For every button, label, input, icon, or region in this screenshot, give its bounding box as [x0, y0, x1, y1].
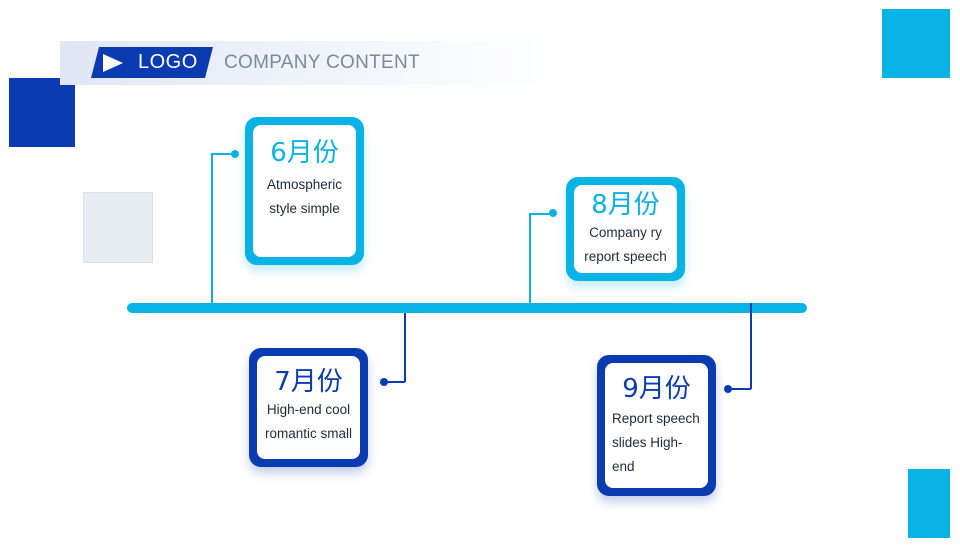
card-month: 8月份 — [591, 190, 660, 220]
connector-horizontal-4 — [728, 388, 751, 390]
decor-square-cyan-top-right — [882, 9, 950, 78]
card-description: Atmospheric style simple — [261, 173, 348, 221]
card-line: High-end cool — [266, 402, 351, 417]
connector-dot-1 — [231, 150, 239, 158]
timeline-card-june: 6月份 Atmospheric style simple — [245, 117, 364, 265]
connector-horizontal-2 — [384, 381, 405, 383]
connector-vertical-1 — [211, 153, 213, 303]
card-description: High-end cool romantic small — [259, 398, 358, 446]
logo-label: LOGO — [138, 51, 198, 73]
header-subtitle: COMPANY CONTENT — [224, 52, 420, 73]
timeline-card-august: 8月份 Company ry report speech — [566, 177, 685, 281]
card-inner: 9月份 Report speech slides High- end — [605, 363, 708, 488]
connector-dot-4 — [724, 385, 732, 393]
connector-vertical-4 — [750, 303, 752, 389]
timeline-card-july: 7月份 High-end cool romantic small — [249, 348, 368, 467]
connector-dot-3 — [549, 209, 557, 217]
connector-vertical-2 — [404, 313, 406, 382]
card-inner: 6月份 Atmospheric style simple — [253, 125, 356, 257]
connector-dot-2 — [380, 378, 388, 386]
timeline-axis — [127, 303, 807, 313]
card-inner: 8月份 Company ry report speech — [574, 185, 677, 273]
connector-vertical-3 — [529, 213, 531, 303]
play-triangle-icon — [103, 54, 123, 72]
card-line: slides High- — [612, 435, 683, 450]
card-month: 9月份 — [622, 374, 691, 404]
decor-square-cyan-bottom-right — [908, 469, 950, 538]
card-month: 6月份 — [270, 138, 339, 168]
card-inner: 7月份 High-end cool romantic small — [257, 356, 360, 459]
card-month: 7月份 — [274, 367, 343, 397]
connector-horizontal-1 — [211, 153, 235, 155]
card-line: report speech — [584, 249, 667, 264]
card-line: Atmospheric — [266, 177, 343, 192]
timeline-card-september: 9月份 Report speech slides High- end — [597, 355, 716, 496]
card-line: end — [612, 459, 635, 474]
decor-square-navy-left — [9, 78, 75, 147]
card-line: romantic small — [264, 426, 353, 441]
card-line: Report speech — [612, 411, 700, 426]
card-line: Company ry — [589, 225, 662, 240]
card-description: Company ry report speech — [578, 221, 673, 269]
card-description: Report speech slides High- end — [605, 407, 706, 479]
decor-square-gray-left — [83, 192, 153, 263]
card-line: style simple — [269, 201, 340, 216]
connector-horizontal-3 — [529, 213, 553, 215]
